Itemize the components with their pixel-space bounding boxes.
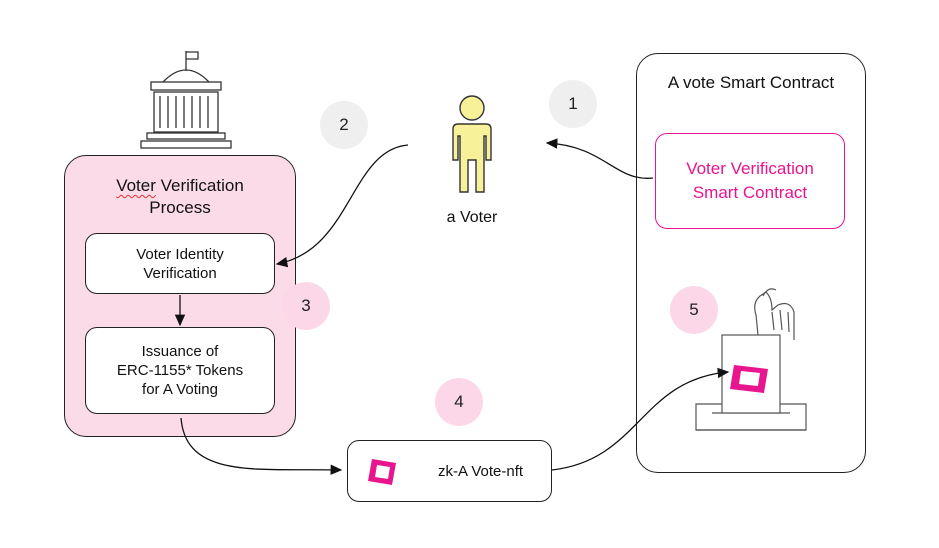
step-badge-1: 1	[549, 80, 597, 128]
vote-smart-contract-panel	[636, 53, 866, 473]
issuance-box-line3: for A Voting	[142, 381, 218, 398]
nft-label: zk-A Vote-nft	[438, 462, 524, 480]
process-title-word-voter: Voter	[116, 176, 156, 195]
step-badge-5: 5	[670, 286, 718, 334]
contract-panel-title: A vote Smart Contract	[667, 73, 835, 92]
voter-label: a Voter	[446, 209, 498, 226]
issuance-box-line1: Issuance of	[141, 343, 219, 360]
issuance-box-line2: ERC-1155* Tokens	[116, 362, 244, 379]
verification-contract-line1: Voter Verification	[686, 159, 814, 178]
step-badge-4: 4	[435, 378, 483, 426]
zk-vote-nft-box[interactable]: zk-A Vote-nft	[347, 440, 552, 502]
identity-box-line2: Verification	[143, 264, 217, 282]
process-title-line2: Process	[149, 198, 211, 217]
arrow-voter-to-identity	[275, 144, 409, 268]
process-title-rest: Verification	[155, 176, 244, 195]
verification-contract-line2: Smart Contract	[692, 183, 808, 202]
nft-token-icon	[368, 459, 396, 485]
voter-identity-verification-box[interactable]: Voter Identity Verification	[85, 233, 275, 294]
step-badge-3: 3	[282, 282, 330, 330]
token-issuance-box[interactable]: Issuance of ERC-1155* Tokens for A Votin…	[85, 327, 275, 414]
process-panel-title: Voter Verification Process	[64, 175, 296, 219]
step-badge-2: 2	[320, 101, 368, 149]
identity-box-line1: Voter Identity	[136, 245, 224, 263]
voter-verification-smart-contract-box[interactable]: Voter Verification Smart Contract	[655, 133, 845, 229]
